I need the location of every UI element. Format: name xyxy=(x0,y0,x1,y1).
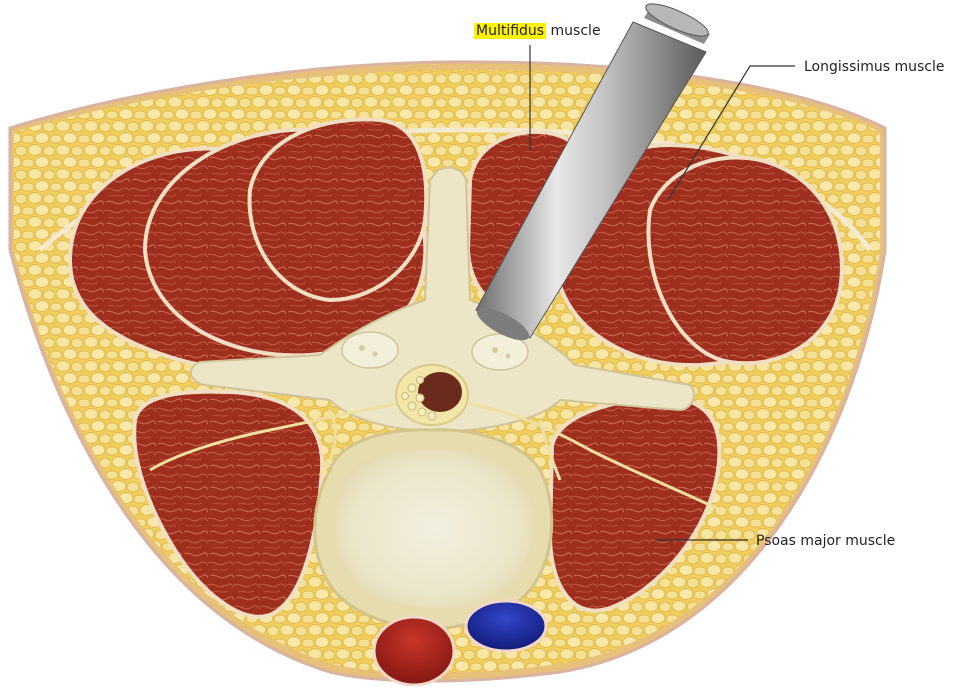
longissimus-label: Longissimus muscle xyxy=(804,58,945,76)
psoas-label: Psoas major muscle xyxy=(756,532,895,550)
multifidus-label: Multifidus muscle xyxy=(474,22,601,40)
multifidus-label-rest: muscle xyxy=(551,23,601,39)
inferior-vena-cava xyxy=(466,601,546,651)
multifidus-label-highlight: Multifidus xyxy=(474,23,546,39)
aorta xyxy=(374,617,454,685)
nucleus-pulposus xyxy=(336,450,534,609)
spinal-canal xyxy=(396,365,468,425)
